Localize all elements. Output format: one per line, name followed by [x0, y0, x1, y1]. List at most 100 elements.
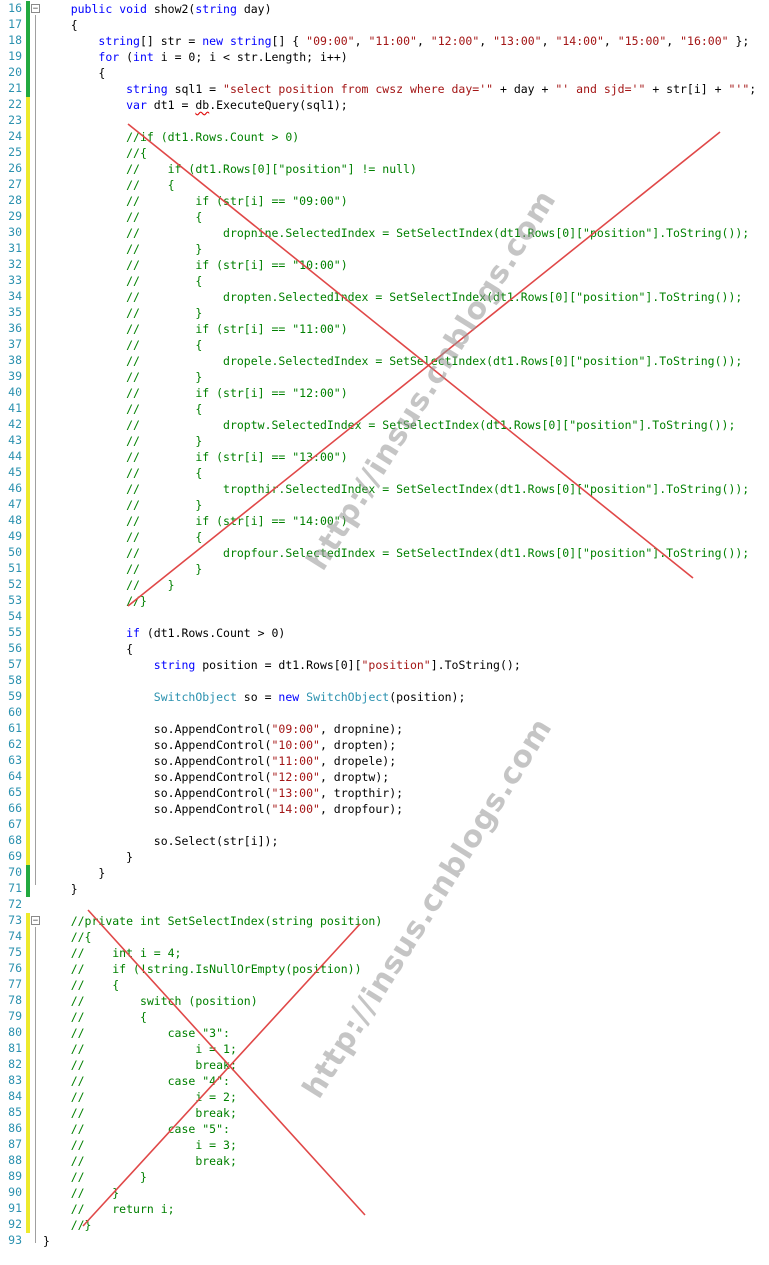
code-token	[43, 914, 71, 928]
code-line[interactable]: // }	[43, 1169, 147, 1185]
line-number: 42	[8, 417, 22, 431]
code-line[interactable]: so.AppendControl("09:00", dropnine);	[43, 721, 403, 737]
code-token: sql1 =	[167, 82, 224, 96]
code-line[interactable]: SwitchObject so = new SwitchObject(posit…	[43, 689, 466, 705]
code-line[interactable]: //}	[43, 1217, 92, 1233]
code-line[interactable]: //private int SetSelectIndex(string posi…	[43, 913, 383, 929]
code-line[interactable]: // i = 3;	[43, 1137, 237, 1153]
code-line[interactable]: // case "5":	[43, 1121, 230, 1137]
code-line[interactable]: //}	[43, 593, 147, 609]
code-line[interactable]: }	[43, 1233, 50, 1249]
code-line[interactable]: // break;	[43, 1105, 237, 1121]
code-token	[43, 386, 126, 400]
line-number: 69	[8, 849, 22, 863]
change-indicator	[26, 273, 30, 289]
collapse-region-icon[interactable]: −	[31, 4, 40, 14]
code-line[interactable]: so.AppendControl("10:00", dropten);	[43, 737, 396, 753]
code-token: ,	[603, 34, 618, 48]
code-line[interactable]: public void show2(string day)	[43, 1, 272, 17]
code-line[interactable]: var dt1 = db.ExecuteQuery(sql1);	[43, 97, 348, 113]
code-line[interactable]: // switch (position)	[43, 993, 258, 1009]
code-line[interactable]: string position = dt1.Rows[0]["position"…	[43, 657, 521, 673]
line-number: 80	[8, 1025, 22, 1039]
code-token	[43, 1090, 71, 1104]
line-number: 31	[8, 241, 22, 255]
code-line[interactable]: // tropthir.SelectedIndex = SetSelectInd…	[43, 481, 749, 497]
code-line[interactable]: // int i = 4;	[43, 945, 182, 961]
code-line[interactable]: // }	[43, 369, 202, 385]
code-line[interactable]: // if (!string.IsNullOrEmpty(position))	[43, 961, 362, 977]
code-line[interactable]: // }	[43, 1185, 119, 1201]
code-line[interactable]: // {	[43, 337, 202, 353]
code-token: // if (str[i] == "14:00")	[126, 514, 348, 528]
code-line[interactable]: // {	[43, 177, 174, 193]
code-line[interactable]: // dropfour.SelectedIndex = SetSelectInd…	[43, 545, 749, 561]
code-line[interactable]: {	[43, 65, 105, 81]
code-line[interactable]: {	[43, 17, 78, 33]
code-line[interactable]: }	[43, 881, 78, 897]
code-line[interactable]: // }	[43, 577, 174, 593]
code-line[interactable]: // }	[43, 497, 202, 513]
code-line[interactable]: }	[43, 849, 133, 865]
code-token: var	[126, 98, 147, 112]
code-line[interactable]: // dropten.SelectedIndex = SetSelectInde…	[43, 289, 742, 305]
code-line[interactable]: // if (str[i] == "10:00")	[43, 257, 348, 273]
code-line[interactable]: // {	[43, 977, 119, 993]
collapse-region-icon[interactable]: −	[31, 916, 40, 926]
code-line[interactable]: so.AppendControl("11:00", dropele);	[43, 753, 396, 769]
code-line[interactable]: // }	[43, 433, 202, 449]
code-token: void	[119, 2, 147, 16]
code-line[interactable]: // if (str[i] == "12:00")	[43, 385, 348, 401]
code-token: so.AppendControl(	[43, 754, 272, 768]
code-token: {	[43, 66, 106, 80]
code-line[interactable]: }	[43, 865, 105, 881]
code-line[interactable]: // dropele.SelectedIndex = SetSelectInde…	[43, 353, 742, 369]
code-token: // dropfour.SelectedIndex = SetSelectInd…	[126, 546, 750, 560]
code-line[interactable]: // if (dt1.Rows[0]["position"] != null)	[43, 161, 417, 177]
code-line[interactable]: // if (str[i] == "09:00")	[43, 193, 348, 209]
code-line[interactable]: //{	[43, 145, 147, 161]
code-line[interactable]: if (dt1.Rows.Count > 0)	[43, 625, 285, 641]
code-line[interactable]: // {	[43, 465, 202, 481]
code-line[interactable]: so.AppendControl("14:00", dropfour);	[43, 801, 403, 817]
code-line[interactable]: // i = 1;	[43, 1041, 237, 1057]
code-line[interactable]: so.AppendControl("12:00", droptw);	[43, 769, 389, 785]
code-line[interactable]: // }	[43, 561, 202, 577]
code-line[interactable]: // }	[43, 305, 202, 321]
code-line[interactable]: // }	[43, 241, 202, 257]
code-token	[43, 450, 126, 464]
code-line[interactable]: {	[43, 641, 133, 657]
code-line[interactable]: // {	[43, 1009, 147, 1025]
code-line[interactable]: // i = 2;	[43, 1089, 237, 1105]
code-line[interactable]: // break;	[43, 1057, 237, 1073]
code-line[interactable]: //{	[43, 929, 92, 945]
code-token: day)	[236, 2, 272, 16]
code-line[interactable]: // {	[43, 401, 202, 417]
code-line[interactable]: so.Select(str[i]);	[43, 833, 279, 849]
code-token	[43, 498, 126, 512]
code-line[interactable]: // if (str[i] == "14:00")	[43, 513, 348, 529]
code-line[interactable]: //if (dt1.Rows.Count > 0)	[43, 129, 299, 145]
code-line[interactable]: // break;	[43, 1153, 237, 1169]
code-line[interactable]: // if (str[i] == "13:00")	[43, 449, 348, 465]
code-line[interactable]: for (int i = 0; i < str.Length; i++)	[43, 49, 347, 65]
line-number: 83	[8, 1073, 22, 1087]
code-line[interactable]: // {	[43, 273, 202, 289]
line-number: 63	[8, 753, 22, 767]
line-number: 77	[8, 977, 22, 991]
code-token: ,	[666, 34, 681, 48]
code-line[interactable]: string[] str = new string[] { "09:00", "…	[43, 33, 749, 49]
code-line[interactable]: string sql1 = "select position from cwsz…	[43, 81, 756, 97]
code-line[interactable]: // if (str[i] == "11:00")	[43, 321, 348, 337]
code-token	[43, 1042, 71, 1056]
code-line[interactable]: // case "3":	[43, 1025, 230, 1041]
code-line[interactable]: so.AppendControl("13:00", tropthir);	[43, 785, 403, 801]
code-token: // {	[126, 338, 203, 352]
code-token: "14:00"	[271, 802, 320, 816]
code-line[interactable]: // dropnine.SelectedIndex = SetSelectInd…	[43, 225, 749, 241]
code-line[interactable]: // return i;	[43, 1201, 175, 1217]
code-line[interactable]: // {	[43, 209, 202, 225]
code-line[interactable]: // {	[43, 529, 202, 545]
code-line[interactable]: // case "4":	[43, 1073, 230, 1089]
